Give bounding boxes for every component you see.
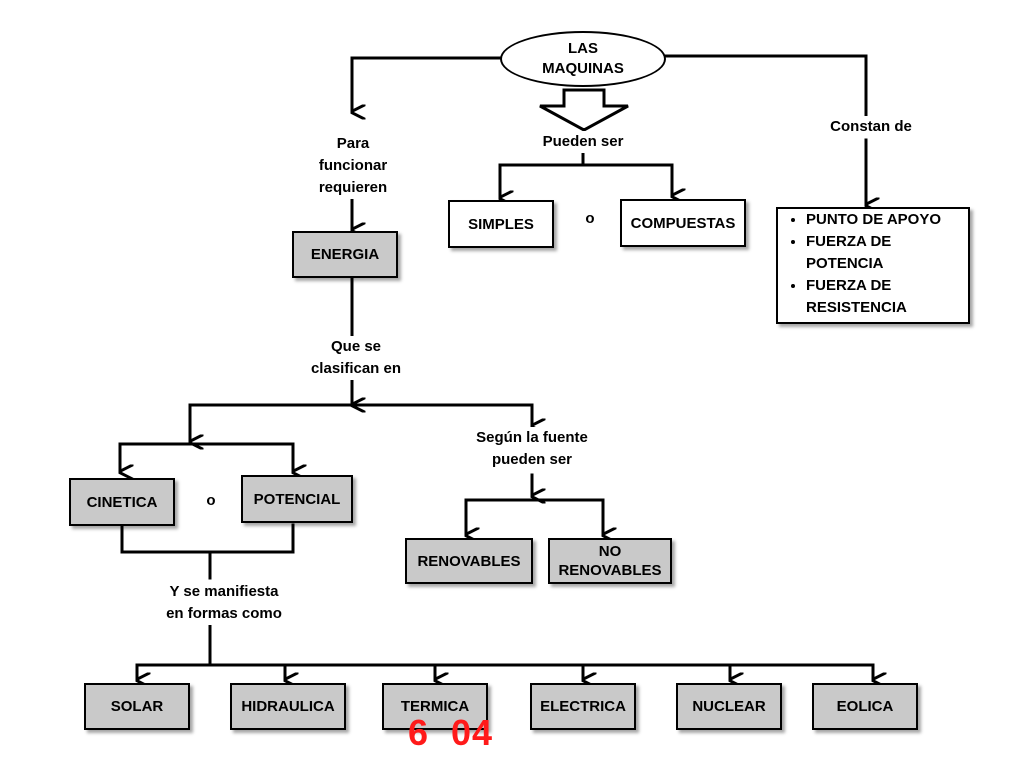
parts-list-box: PUNTO DE APOYO FUERZA DE POTENCIA FUERZA…	[776, 207, 970, 324]
root-title-line2: MAQUINAS	[542, 60, 624, 77]
part-item: FUERZA DE POTENCIA	[806, 231, 962, 275]
box-form-electrica: ELECTRICA	[530, 683, 636, 730]
part-item: PUNTO DE APOYO	[806, 209, 962, 231]
parts-list: PUNTO DE APOYO FUERZA DE POTENCIA FUERZA…	[784, 209, 962, 319]
label-para-funcionar: Para funcionar requieren	[306, 133, 400, 199]
label-segun-la-fuente: Según la fuente pueden ser	[458, 427, 606, 471]
box-cinetica: CINETICA	[69, 478, 175, 526]
box-renovables: RENOVABLES	[405, 538, 533, 584]
box-potencial: POTENCIAL	[241, 475, 353, 523]
label-pueden-ser: Pueden ser	[530, 131, 636, 153]
box-form-hidraulica: HIDRAULICA	[230, 683, 346, 730]
box-compuestas: COMPUESTAS	[620, 199, 746, 247]
slide-number: 6 04	[408, 712, 494, 753]
block-arrow-icon	[539, 88, 629, 132]
box-no-renovables: NO RENOVABLES	[548, 538, 672, 584]
label-o-energy: o	[203, 490, 219, 512]
box-form-solar: SOLAR	[84, 683, 190, 730]
label-se-manifiesta: Y se manifiesta en formas como	[152, 581, 296, 625]
box-form-termica: TERMICA	[382, 683, 488, 730]
label-o-types: o	[582, 208, 598, 230]
box-form-nuclear: NUCLEAR	[676, 683, 782, 730]
part-item: FUERZA DE RESISTENCIA	[806, 275, 962, 319]
root-title-line1: LAS	[568, 40, 598, 57]
root-ellipse: LAS MAQUINAS	[500, 31, 666, 87]
label-que-se-clasifican: Que se clasifican en	[300, 336, 412, 380]
box-energia: ENERGIA	[292, 231, 398, 278]
box-simples: SIMPLES	[448, 200, 554, 248]
box-form-eolica: EOLICA	[812, 683, 918, 730]
label-constan-de: Constan de	[822, 116, 920, 138]
